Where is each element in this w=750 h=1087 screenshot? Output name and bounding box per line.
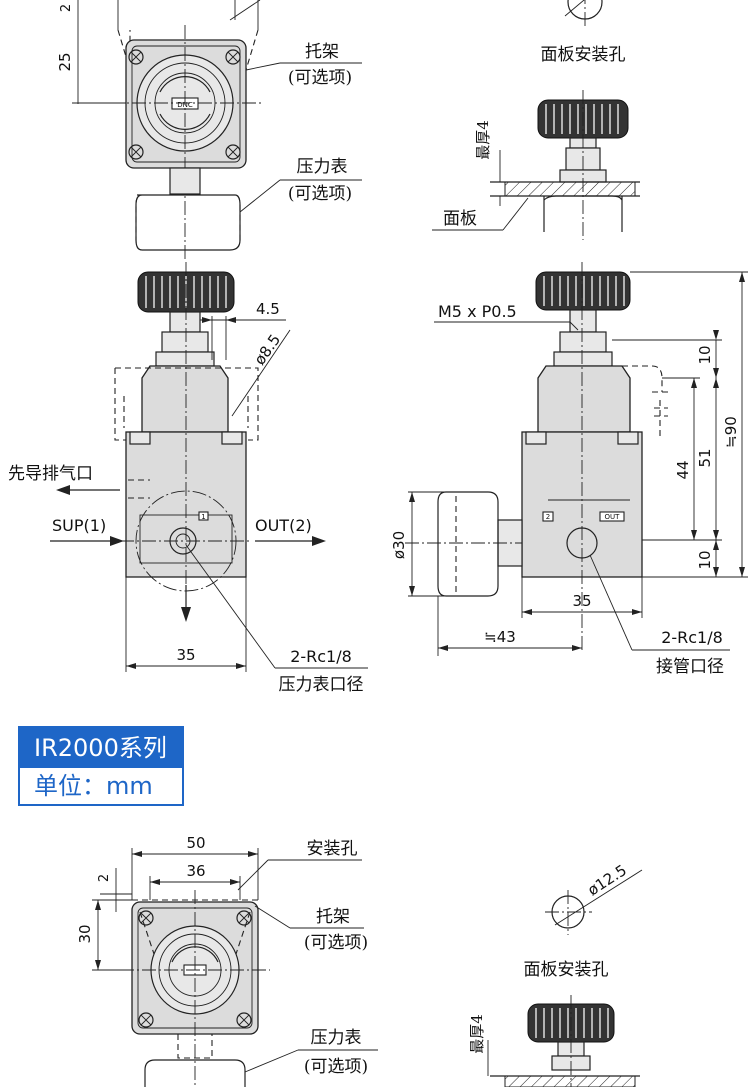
dim-35-front: 35 xyxy=(176,646,195,664)
front-view-ir1000: 1 先导排气口 SUP(1) OUT(2) 4.5 ø8.5 35 xyxy=(8,262,368,695)
dim-2-top: 2 xyxy=(59,4,74,12)
panel-mount-ir1000: 面板安装孔 最厚4 面板 xyxy=(432,0,640,240)
dim-90: ≒90 xyxy=(722,416,740,448)
label-panel-hole-2: 面板安装孔 xyxy=(524,960,609,980)
label-gauge-port: 压力表口径 xyxy=(279,675,364,695)
label-thread: M5 x P0.5 xyxy=(438,302,517,321)
label-bracket: 托架 xyxy=(305,42,339,62)
knob-mark: DNC xyxy=(177,101,193,109)
label-gauge-port-size: 2-Rc1/8 xyxy=(290,647,352,666)
label-bracket-optional: (可选项) xyxy=(288,68,352,88)
label-out: OUT(2) xyxy=(255,516,312,535)
dim-2: 2 xyxy=(97,874,112,882)
dim-dia-8-5: ø8.5 xyxy=(251,331,285,368)
dim-dia-12-5: ø12.5 xyxy=(584,861,630,899)
label-gauge-2: 压力表 xyxy=(311,1028,362,1048)
dim-43: ≒43 xyxy=(484,628,516,646)
port-mark-2: 2 xyxy=(546,513,550,521)
series-unit: 单位：mm xyxy=(20,768,182,804)
port-mark-out: OUT xyxy=(605,513,621,521)
label-pipe-port: 接管口径 xyxy=(656,657,724,677)
series-title: IR2000系列 xyxy=(20,728,182,768)
label-gauge-optional-2: (可选项) xyxy=(304,1057,368,1077)
side-view-ir1000: 2 OUT ø30 35 ≒43 M5 x P0. xyxy=(390,262,748,677)
dim-35-side: 35 xyxy=(572,592,591,610)
label-sup: SUP(1) xyxy=(52,516,106,535)
dim-44: 44 xyxy=(674,460,692,479)
label-bracket-2: 托架 xyxy=(316,907,350,927)
label-panel: 面板 xyxy=(443,209,477,229)
dim-4-5: 4.5 xyxy=(256,300,280,318)
label-bracket-optional-2: (可选项) xyxy=(304,933,368,953)
port-mark-1: 1 xyxy=(201,513,205,521)
dim-25: 25 xyxy=(56,52,74,71)
top-view-ir2000: 50 36 2 30 xyxy=(76,834,378,1087)
label-gauge: 压力表 xyxy=(297,157,348,177)
label-panel-thickness: 最厚4 xyxy=(474,120,492,160)
top-view-ir1000: DNC 25 2 托架 (可选项) 压力表 (可选项) xyxy=(56,0,362,260)
screw-icon xyxy=(138,910,252,1028)
dim-dia-30: ø30 xyxy=(390,531,408,559)
series-badge: IR2000系列 单位：mm xyxy=(18,726,184,806)
label-panel-hole: 面板安装孔 xyxy=(541,45,626,65)
label-pilot-exhaust: 先导排气口 xyxy=(8,464,93,484)
label-pipe-port-size: 2-Rc1/8 xyxy=(661,628,723,647)
dim-30: 30 xyxy=(76,924,94,943)
label-gauge-optional: (可选项) xyxy=(288,184,352,204)
label-panel-thickness-2: 最厚4 xyxy=(468,1014,486,1054)
dim-36: 36 xyxy=(186,862,205,880)
screw-icon xyxy=(128,49,241,160)
dim-50: 50 xyxy=(186,834,205,852)
dim-10-bottom: 10 xyxy=(696,550,714,569)
label-mount-hole: 安装孔 xyxy=(307,839,358,859)
dim-51: 51 xyxy=(696,448,714,467)
panel-mount-ir2000: ø12.5 面板安装孔 最厚4 xyxy=(468,861,643,1087)
dim-10-top: 10 xyxy=(696,345,714,364)
